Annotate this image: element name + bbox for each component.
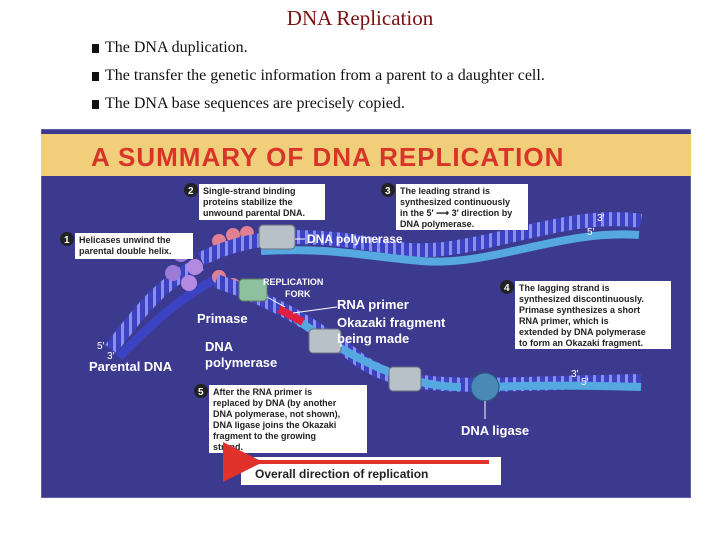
dna-replication-figure: A SUMMARY OF DNA REPLICATION	[41, 129, 691, 498]
label-okazaki-1: Okazaki fragment	[337, 315, 446, 330]
callout-4: 4 The lagging strand is synthesized disc…	[500, 280, 671, 349]
callout-1: 1 Helicases unwind the parental double h…	[60, 232, 193, 259]
svg-text:DNA polymerase, not shown),: DNA polymerase, not shown),	[213, 409, 340, 419]
bullet-text: The DNA base sequences are precisely cop…	[105, 95, 405, 112]
callout-2: 2 Single-strand binding proteins stabili…	[184, 183, 325, 220]
label-primase: Primase	[197, 311, 248, 326]
end-label: 3′	[107, 351, 115, 362]
svg-text:After the RNA primer is: After the RNA primer is	[213, 387, 312, 397]
figure-banner	[41, 134, 691, 176]
direction-label: Overall direction of replication	[255, 467, 428, 481]
label-dna-polymerase-low-2: polymerase	[205, 355, 277, 370]
slide-title: DNA Replication	[286, 6, 434, 30]
svg-text:4: 4	[504, 283, 510, 294]
svg-text:parental double helix.: parental double helix.	[79, 246, 172, 256]
svg-text:5: 5	[198, 387, 204, 398]
label-dna-polymerase-top: DNA polymerase	[307, 232, 403, 246]
end-label: 5′	[587, 227, 595, 238]
svg-text:RNA primer, which is: RNA primer, which is	[519, 316, 609, 326]
svg-text:3: 3	[385, 186, 391, 197]
bullet-icon	[92, 71, 99, 81]
end-label: 3′	[597, 213, 605, 224]
end-label: 5′	[97, 341, 105, 352]
bullet-item: The transfer the genetic information fro…	[92, 62, 545, 90]
overall-direction: Overall direction of replication	[223, 442, 501, 485]
svg-text:synthesized discontinuously.: synthesized discontinuously.	[519, 294, 644, 304]
bullet-list: The DNA duplication. The transfer the ge…	[92, 34, 545, 118]
bullet-icon	[92, 43, 99, 53]
svg-text:Single-strand binding: Single-strand binding	[203, 186, 296, 196]
bullet-item: The DNA base sequences are precisely cop…	[92, 90, 545, 118]
bullet-text: The DNA duplication.	[105, 39, 248, 56]
svg-text:synthesized continuously: synthesized continuously	[400, 197, 510, 207]
svg-text:Primase synthesizes a short: Primase synthesizes a short	[519, 305, 640, 315]
callout-3: 3 The leading strand is synthesized cont…	[381, 183, 528, 230]
svg-text:The lagging strand is: The lagging strand is	[519, 283, 610, 293]
figure-svg: A SUMMARY OF DNA REPLICATION	[41, 129, 691, 498]
dna-polymerase-enzyme-3	[388, 366, 422, 392]
label-okazaki-2: being made	[337, 331, 409, 346]
svg-text:replaced by DNA (by another: replaced by DNA (by another	[213, 398, 337, 408]
banner-title: A SUMMARY OF DNA REPLICATION	[91, 142, 564, 172]
svg-text:in the 5′ ⟶ 3′ direction by: in the 5′ ⟶ 3′ direction by	[400, 208, 512, 218]
svg-text:2: 2	[188, 186, 194, 197]
svg-text:proteins stabilize the: proteins stabilize the	[203, 197, 293, 207]
svg-text:1: 1	[64, 235, 70, 246]
bullet-icon	[92, 99, 99, 109]
dna-ligase-enzyme	[470, 372, 500, 402]
svg-text:fragment to the growing: fragment to the growing	[213, 431, 316, 441]
rna-primer-segment	[277, 305, 305, 326]
label-replication: REPLICATION	[263, 277, 323, 287]
pointer-lines	[266, 238, 486, 419]
svg-text:Helicases unwind the: Helicases unwind the	[79, 235, 171, 245]
bullet-text: The transfer the genetic information fro…	[105, 67, 545, 84]
parental-dna-helix	[105, 246, 219, 361]
end-label: 3′	[571, 369, 579, 380]
callout-5: 5 After the RNA primer is replaced by DN…	[194, 384, 367, 453]
end-label: 5′	[581, 377, 589, 388]
primase-enzyme	[238, 278, 268, 302]
dna-polymerase-enzyme	[258, 224, 296, 250]
label-rna-primer: RNA primer	[337, 297, 409, 312]
svg-text:The leading strand is: The leading strand is	[400, 186, 490, 196]
bullet-item: The DNA duplication.	[92, 34, 545, 62]
svg-text:DNA ligase joins the Okazaki: DNA ligase joins the Okazaki	[213, 420, 336, 430]
label-fork: FORK	[285, 289, 311, 299]
svg-text:strand.: strand.	[213, 442, 243, 452]
svg-text:to form an Okazaki fragment.: to form an Okazaki fragment.	[519, 338, 643, 348]
svg-text:extended by DNA polymerase: extended by DNA polymerase	[519, 327, 646, 337]
svg-text:unwound parental DNA.: unwound parental DNA.	[203, 208, 305, 218]
label-dna-ligase: DNA ligase	[461, 423, 529, 438]
svg-text:DNA polymerase.: DNA polymerase.	[400, 219, 474, 229]
label-dna-polymerase-low-1: DNA	[205, 339, 234, 354]
label-parental-dna: Parental DNA	[89, 359, 173, 374]
